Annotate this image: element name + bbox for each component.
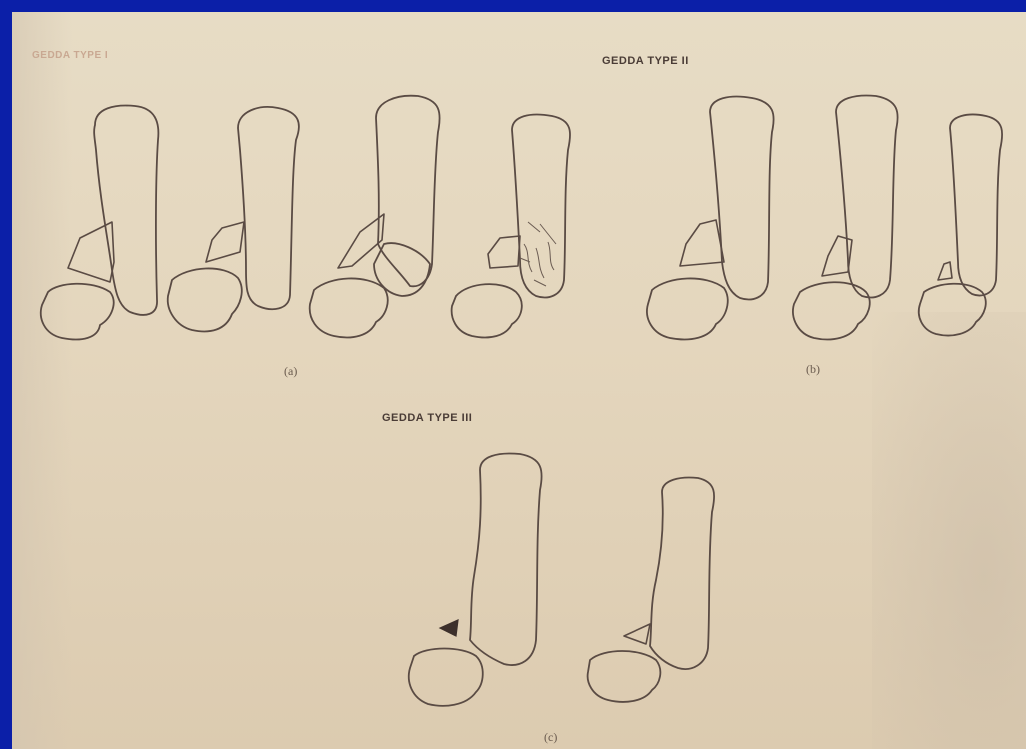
metacarpal-2a: [238, 107, 299, 309]
metacarpal-1c: [470, 454, 542, 665]
trapezium-1b: [647, 278, 728, 339]
trapezium-3a: [310, 278, 388, 337]
type2-figure-2: [793, 96, 898, 340]
metacarpal-1b: [710, 97, 774, 300]
metacarpal-3b: [950, 115, 1002, 296]
type1-figure-3: [310, 96, 440, 338]
metacarpal-2c: [650, 478, 714, 670]
metacarpal-3a: [376, 96, 440, 287]
fragment-1b: [680, 220, 724, 266]
comminution-lines-4a: [520, 222, 556, 286]
metacarpal-1a: [94, 106, 158, 315]
scanned-page: GEDDA TYPE I GEDDA TYPE II GEDDA TYPE II…: [12, 12, 1026, 749]
type2-figure-3: [919, 115, 1002, 336]
type1-figure-1: [41, 106, 159, 340]
fragment-4a: [488, 236, 520, 268]
trapezium-2a: [168, 268, 242, 331]
fragment-outline-2c: [624, 624, 650, 644]
fragment-1a: [68, 222, 114, 282]
trapezium-2c: [588, 651, 661, 702]
trapezium-3b: [919, 284, 986, 336]
type3-figure-2: [588, 478, 715, 702]
metacarpal-2b: [836, 96, 898, 298]
fragment-2a: [206, 222, 244, 262]
type2-figure-1: [647, 97, 774, 340]
type3-figure-1: [409, 454, 542, 706]
type1-figure-2: [168, 107, 299, 331]
fracture-diagrams: [12, 12, 1026, 749]
trapezium-4a: [452, 284, 522, 337]
trapezium-1c: [409, 649, 483, 706]
fragment-3b: [938, 262, 952, 280]
trapezium-1a: [41, 284, 114, 340]
fragment-3a: [338, 214, 384, 268]
trapezium-2b: [793, 282, 870, 339]
type1-figure-4: [452, 115, 570, 338]
fragment-solid-1c: [440, 620, 458, 636]
